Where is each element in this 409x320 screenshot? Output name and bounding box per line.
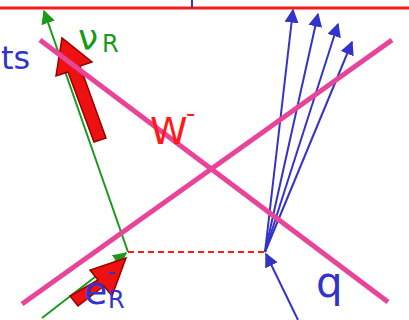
superscript: - (107, 260, 116, 284)
particle-symbol: e (84, 272, 107, 310)
neutrino-line (44, 11, 128, 252)
cross-out (22, 40, 392, 304)
cut-label: ts (1, 42, 30, 74)
w-propagator (128, 251, 265, 253)
tick (191, 0, 193, 8)
boson-symbol: W (150, 112, 188, 150)
subscript: R (108, 288, 125, 312)
subscript: R (102, 32, 119, 56)
particle-symbol: q (316, 262, 343, 304)
superscript: - (186, 100, 195, 126)
quark-line (266, 254, 298, 320)
particle-symbol: ν (78, 20, 98, 56)
top-line (0, 7, 409, 10)
